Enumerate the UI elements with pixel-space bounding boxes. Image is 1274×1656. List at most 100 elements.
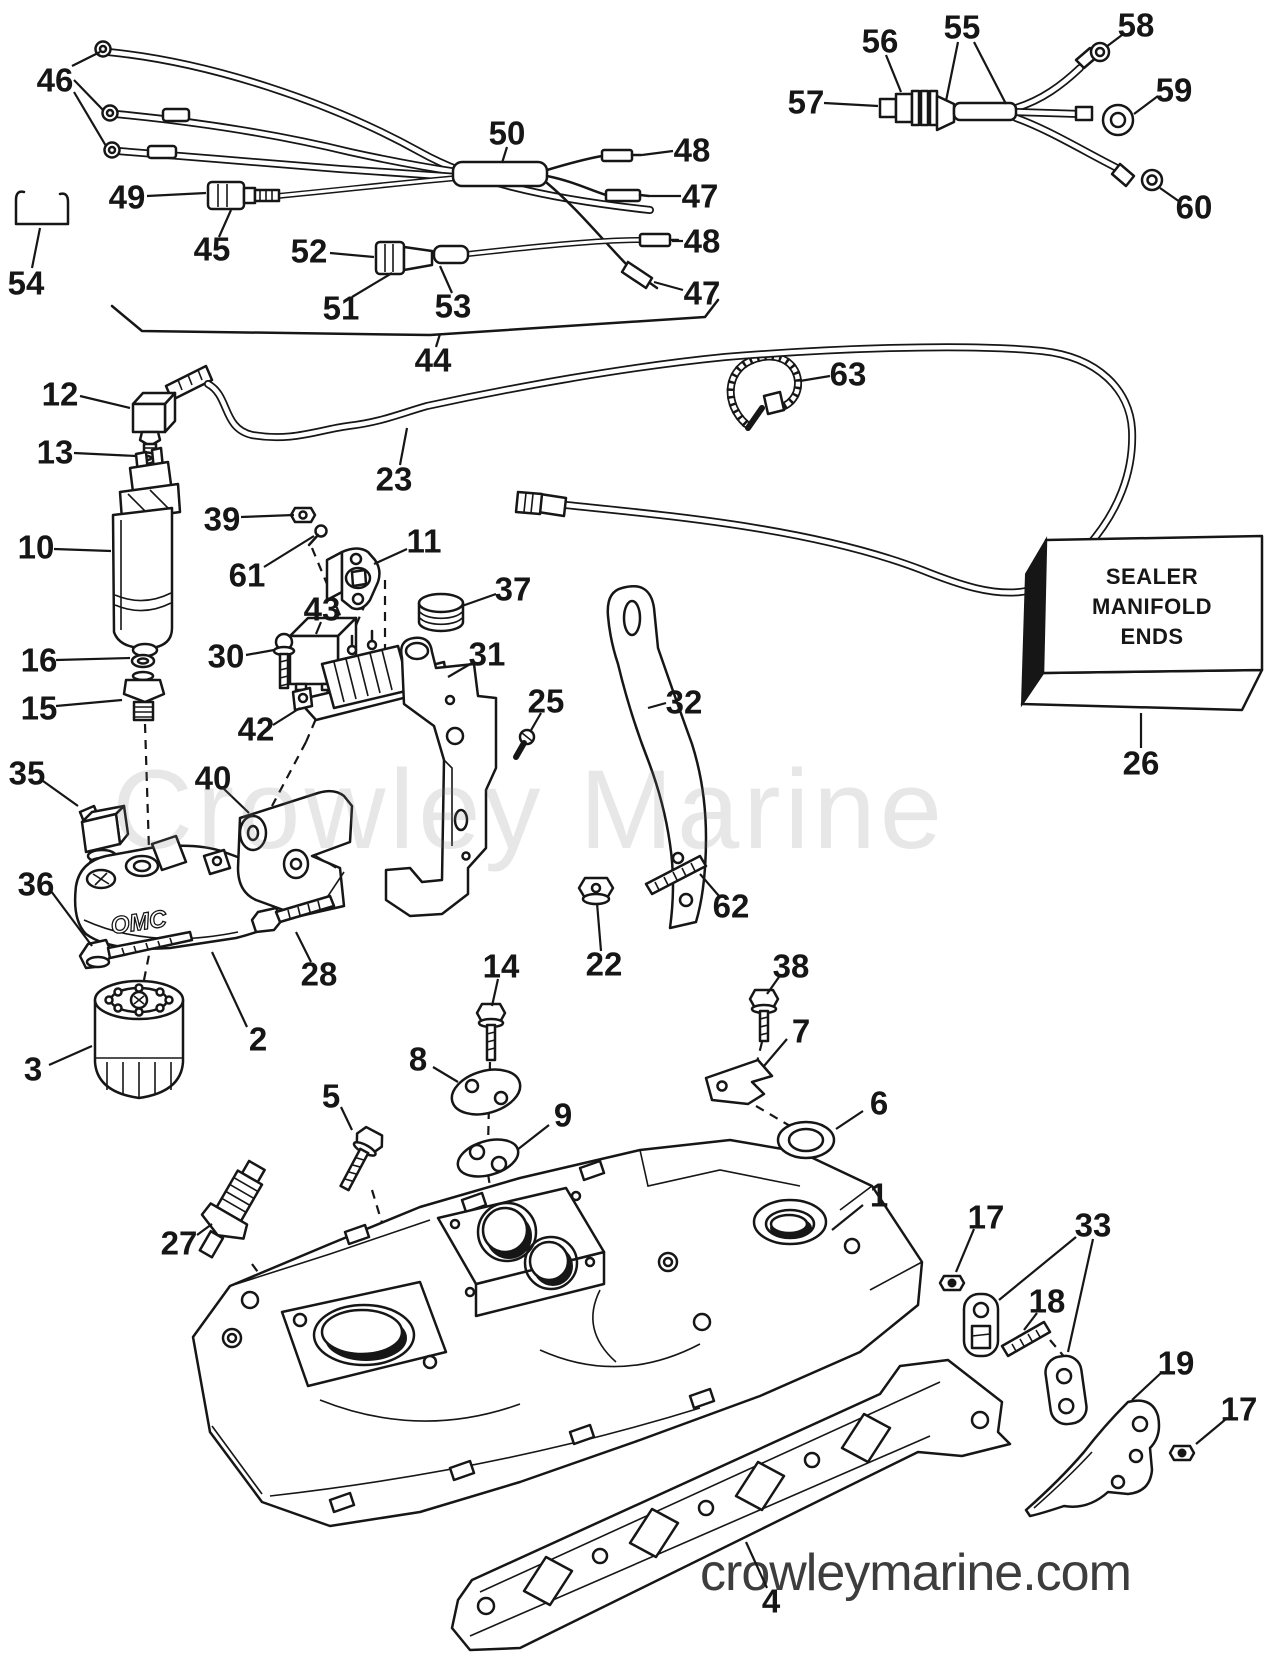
nut-17b bbox=[1168, 1444, 1196, 1462]
leader-line-37 bbox=[461, 592, 497, 608]
retainer-clamp-7 bbox=[704, 1058, 774, 1106]
callout-23: 23 bbox=[376, 461, 413, 498]
sensor-27 bbox=[198, 1159, 266, 1259]
leader-line-53 bbox=[438, 265, 454, 294]
leader-line-6 bbox=[835, 1110, 864, 1130]
callout-47: 47 bbox=[682, 178, 719, 215]
fitting-12 bbox=[131, 391, 177, 456]
callout-33: 33 bbox=[1075, 1207, 1112, 1244]
callout-40: 40 bbox=[195, 760, 232, 797]
leader-line-58 bbox=[1105, 34, 1123, 48]
leader-line-2 bbox=[211, 951, 248, 1028]
callout-19: 19 bbox=[1158, 1345, 1195, 1382]
leader-line-42 bbox=[272, 707, 301, 726]
callout-27: 27 bbox=[161, 1225, 198, 1262]
screw-61 bbox=[307, 524, 328, 547]
bracket-19 bbox=[1024, 1399, 1161, 1518]
leader-line-55 bbox=[944, 41, 960, 102]
leader-line-5 bbox=[340, 1106, 353, 1131]
site-url-text: crowleymarine.com bbox=[700, 1544, 1131, 1602]
callout-54: 54 bbox=[8, 265, 45, 302]
leader-line-22 bbox=[595, 902, 603, 952]
callout-1: 1 bbox=[870, 1177, 888, 1214]
harness-boundary-line bbox=[110, 298, 720, 337]
bracket-31 bbox=[384, 636, 498, 918]
leader-line-43 bbox=[314, 621, 323, 635]
leader-line-31 bbox=[447, 662, 473, 678]
bolt-38 bbox=[748, 988, 780, 1043]
ring-terminal-59 bbox=[1101, 103, 1135, 137]
intake-manifold-1 bbox=[191, 1138, 924, 1528]
bolt-14 bbox=[475, 1002, 507, 1062]
callout-39: 39 bbox=[204, 501, 241, 538]
leader-line-13 bbox=[73, 451, 137, 458]
nut-22 bbox=[577, 876, 615, 906]
leader-line-54 bbox=[30, 227, 42, 269]
terminals-48-47 bbox=[545, 148, 659, 290]
ring-terminal bbox=[94, 40, 121, 159]
mount-bracket-40 bbox=[236, 789, 354, 918]
leader-line-11 bbox=[373, 547, 408, 566]
callout-55: 55 bbox=[944, 9, 981, 46]
nut-17a bbox=[938, 1274, 966, 1292]
callout-43: 43 bbox=[304, 591, 341, 628]
sleeve-55 bbox=[952, 101, 1018, 122]
callout-48: 48 bbox=[674, 132, 711, 169]
callout-36: 36 bbox=[18, 866, 55, 903]
leader-line-56 bbox=[884, 54, 903, 93]
clamp-block-33a bbox=[962, 1292, 1000, 1358]
callout-12: 12 bbox=[42, 376, 79, 413]
leader-line-33 bbox=[1066, 1238, 1095, 1353]
callout-2: 2 bbox=[249, 1021, 267, 1058]
leader-line-46 bbox=[73, 79, 104, 111]
sealer-box-line3: ENDS bbox=[1120, 624, 1183, 649]
leader-line-60 bbox=[1159, 187, 1181, 203]
leader-line-9 bbox=[516, 1124, 550, 1151]
leader-line-23 bbox=[398, 427, 409, 466]
callout-59: 59 bbox=[1156, 72, 1193, 109]
callout-53: 53 bbox=[435, 288, 472, 325]
callout-16: 16 bbox=[21, 642, 58, 679]
seal-ring-6 bbox=[776, 1120, 836, 1160]
leader-line-52 bbox=[329, 251, 375, 259]
leader-line-33 bbox=[998, 1236, 1077, 1301]
leader-line-12 bbox=[79, 394, 131, 410]
leader-line-15 bbox=[55, 698, 123, 708]
callout-7: 7 bbox=[792, 1013, 810, 1050]
callout-18: 18 bbox=[1029, 1283, 1066, 1320]
fitting-15 bbox=[122, 670, 166, 722]
bolt-30 bbox=[272, 632, 296, 690]
callout-62: 62 bbox=[713, 888, 750, 925]
callout-63: 63 bbox=[830, 356, 867, 393]
plug-57 bbox=[878, 97, 898, 119]
leader-line-1 bbox=[831, 1204, 864, 1231]
leader-line-8 bbox=[432, 1066, 459, 1083]
leader-line-16 bbox=[55, 656, 131, 662]
nut-39 bbox=[289, 506, 317, 524]
grommet-37 bbox=[417, 592, 465, 633]
leader-line-57 bbox=[823, 101, 879, 108]
leader-line-36 bbox=[50, 890, 93, 947]
leader-line-40 bbox=[223, 788, 250, 814]
bolt-5 bbox=[339, 1125, 384, 1192]
callout-46: 46 bbox=[37, 62, 74, 99]
callout-6: 6 bbox=[870, 1085, 888, 1122]
oil-filter-3 bbox=[93, 979, 185, 1100]
ring-terminal-58 bbox=[1089, 41, 1111, 63]
leader-line-46 bbox=[73, 91, 107, 147]
manifold-gasket-4 bbox=[450, 1358, 1012, 1652]
leader-line-47 bbox=[653, 280, 684, 292]
leader-line-4 bbox=[744, 1541, 769, 1589]
leader-line-3 bbox=[48, 1044, 93, 1067]
callout-8: 8 bbox=[409, 1041, 427, 1078]
callout-35: 35 bbox=[9, 755, 46, 792]
callout-31: 31 bbox=[469, 636, 506, 673]
callout-51: 51 bbox=[323, 290, 360, 327]
splice-ferrule bbox=[146, 144, 178, 160]
leader-line-49 bbox=[146, 191, 207, 198]
pump-bracket-11 bbox=[325, 547, 381, 611]
callout-4: 4 bbox=[762, 1583, 781, 1620]
callout-11: 11 bbox=[407, 523, 442, 560]
